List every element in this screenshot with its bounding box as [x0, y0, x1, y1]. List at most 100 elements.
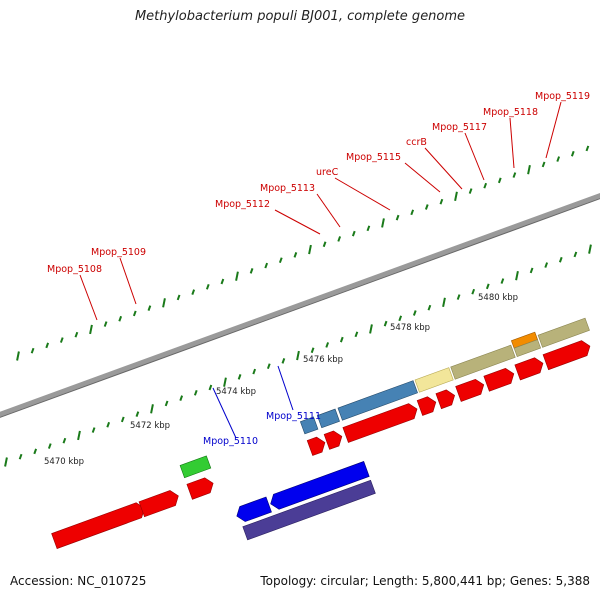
outer-tick [439, 198, 444, 205]
inner-tick [573, 251, 578, 258]
tick-row-inner [4, 244, 592, 467]
cds-mpop-5108b[interactable] [138, 488, 181, 518]
reverse-cds-row [234, 461, 370, 524]
outer-tick [103, 321, 108, 327]
cds-mpop-5115[interactable] [416, 395, 438, 416]
tick-label-5476: 5476 kbp [303, 355, 343, 365]
inner-tick [150, 404, 154, 414]
outer-tick [483, 182, 488, 189]
label-leaders [79, 101, 562, 439]
inner-tick [485, 283, 490, 290]
cds-mpop-5109[interactable] [186, 476, 216, 500]
inner-tick [339, 336, 344, 343]
tick-label-5470: 5470 kbp [44, 457, 84, 467]
inner-tick [471, 288, 476, 295]
genome-summary-text: Topology: circular; Length: 5,800,441 bp… [260, 574, 590, 588]
outer-tick [176, 294, 181, 301]
cds-mpop-5111[interactable] [268, 461, 370, 511]
cds-ccrb[interactable] [435, 388, 457, 410]
forward-cds-row [51, 339, 593, 549]
inner-tick [120, 416, 125, 423]
outer-tick [322, 241, 327, 248]
tick-label-5472: 5472 kbp [130, 421, 170, 431]
inner-tick [33, 448, 38, 455]
tick-row-outer [16, 145, 590, 361]
inner-tick [529, 267, 534, 274]
outer-tick [585, 145, 590, 152]
inner-tick [193, 389, 198, 396]
outer-tick [16, 351, 20, 361]
cog-mpop-5119[interactable] [537, 317, 590, 348]
inner-tick [91, 427, 96, 433]
outer-tick [556, 156, 561, 162]
cds-mpop-5118[interactable] [483, 366, 517, 392]
inner-tick [383, 320, 388, 327]
gene-label-mpop-5119[interactable]: Mpop_5119 [535, 91, 590, 102]
outer-tick [249, 268, 254, 274]
outer-tick [424, 204, 429, 210]
cog-mpop-5117[interactable] [450, 344, 516, 380]
tick-label-5480: 5480 kbp [478, 293, 518, 303]
outer-tick [235, 271, 239, 281]
backbone-line [0, 192, 600, 418]
cog-mpop-5109[interactable] [179, 455, 212, 479]
outer-tick [30, 347, 35, 354]
cog-urec[interactable] [337, 380, 418, 421]
gene-label-mpop-5118[interactable]: Mpop_5118 [483, 107, 538, 118]
gene-label-urec[interactable]: ureC [316, 167, 339, 178]
outer-tick [351, 230, 356, 237]
outer-tick [308, 244, 312, 255]
cog-ccrb[interactable] [414, 367, 454, 393]
map-title: Methylobacterium populi BJ001, complete … [134, 9, 466, 24]
outer-tick [118, 315, 123, 322]
gene-label-ccrb[interactable]: ccrB [406, 137, 427, 148]
inner-tick [237, 374, 242, 380]
outer-tick [512, 172, 517, 178]
outer-tick [541, 161, 546, 168]
inner-tick [62, 437, 67, 444]
gene-label-mpop-5110[interactable]: Mpop_5110 [203, 436, 258, 447]
inner-tick [398, 315, 403, 322]
inner-tick [369, 324, 373, 334]
tick-label-5478: 5478 kbp [390, 323, 430, 333]
cds-mpop-5120[interactable] [542, 339, 593, 371]
inner-tick [223, 377, 227, 387]
inner-tick [325, 342, 330, 348]
cds-mpop-5119[interactable] [514, 356, 546, 381]
cog-mpop-5113[interactable] [316, 408, 340, 429]
outer-tick [162, 298, 166, 308]
gene-label-mpop-5117[interactable]: Mpop_5117 [432, 122, 487, 133]
outer-tick [264, 262, 269, 269]
outer-tick [527, 165, 531, 175]
outer-tick [191, 289, 196, 295]
outer-tick [132, 310, 137, 317]
cog-mpop-5118b[interactable] [513, 339, 542, 358]
outer-tick [278, 257, 283, 264]
gene-label-mpop-5113[interactable]: Mpop_5113 [260, 183, 315, 194]
outer-tick [59, 337, 64, 343]
inner-tick [208, 384, 213, 391]
inner-tick [135, 411, 140, 417]
cog-rev-mpop-5110[interactable] [242, 479, 376, 541]
gene-label-mpop-5115[interactable]: Mpop_5115 [346, 152, 401, 163]
cds-mpop-5117[interactable] [455, 377, 487, 402]
outer-tick [74, 331, 79, 338]
outer-tick [454, 191, 458, 202]
cds-urec[interactable] [342, 402, 420, 443]
gene-label-mpop-5108[interactable]: Mpop_5108 [47, 264, 102, 275]
cog-mpop-5112[interactable] [299, 416, 319, 435]
inner-tick [18, 453, 23, 460]
accession-text: Accession: NC_010725 [10, 574, 147, 588]
inner-tick [77, 430, 81, 441]
cds-mpop-5113[interactable] [323, 429, 345, 450]
cds-mpop-5108[interactable] [51, 501, 148, 549]
inner-tick [281, 358, 286, 364]
gene-label-mpop-5109[interactable]: Mpop_5109 [91, 247, 146, 258]
inner-tick [558, 256, 563, 263]
gene-label-mpop-5112[interactable]: Mpop_5112 [215, 199, 270, 210]
cds-mpop-5112[interactable] [306, 435, 328, 456]
outer-tick [293, 252, 298, 258]
cds-mpop-5110[interactable] [234, 496, 272, 524]
gene-label-mpop-5111[interactable]: Mpop_5111 [266, 411, 321, 422]
